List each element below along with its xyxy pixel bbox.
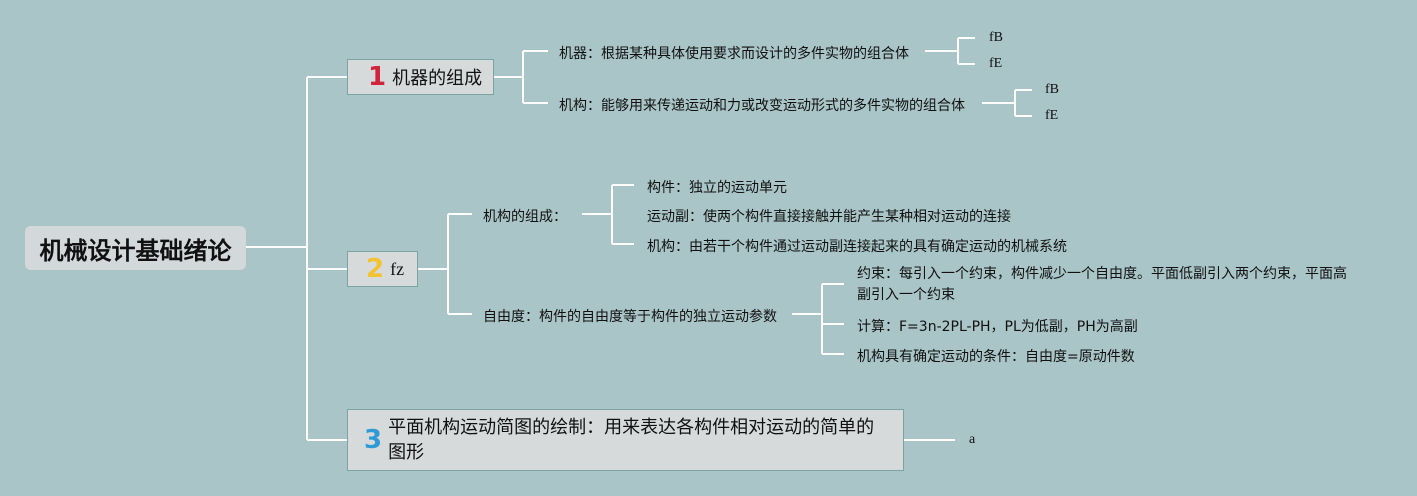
- topic-2-child-2[interactable]: 自由度：构件的自由度等于构件的独立运动参数: [483, 309, 777, 325]
- topic-1-child-1-tag-1: fB: [989, 30, 1003, 45]
- root-title: 机械设计基础绪论: [39, 236, 232, 265]
- topic-2-child-2-item-1[interactable]: 约束：每引入一个约束，构件减少一个自由度。平面低副引入两个约束，平面高副引入一个…: [857, 266, 1347, 303]
- topic-3-node[interactable]: 3 平面机构运动简图的绘制：用来表达各构件相对运动的简单的图形: [347, 409, 904, 471]
- topic-1-child-2-tag-2: fE: [1045, 108, 1059, 123]
- topic-1-child-1-tag-2: fE: [989, 56, 1003, 71]
- topic-2-child-1[interactable]: 机构的组成：: [483, 209, 567, 225]
- topic-1-child-2[interactable]: 机构：能够用来传递运动和力或改变运动形式的多件实物的组合体: [559, 98, 965, 114]
- topic-2-child-2-item-2[interactable]: 计算：F=3n-2PL-PH，PL为低副，PH为高副: [857, 319, 1138, 335]
- topic-2-child-1-item-2[interactable]: 运动副：使两个构件直接接触并能产生某种相对运动的连接: [647, 209, 1011, 225]
- topic-1-child-1[interactable]: 机器：根据某种具体使用要求而设计的多件实物的组合体: [559, 46, 909, 62]
- topic-2-child-1-item-1[interactable]: 构件：独立的运动单元: [647, 180, 787, 196]
- topic-1-number: 1: [368, 62, 387, 92]
- topic-1-child-2-tag-1: fB: [1045, 82, 1059, 97]
- topic-2-node[interactable]: 2 fz: [347, 251, 418, 287]
- topic-3-child-1[interactable]: a: [969, 432, 976, 447]
- topic-2-number: 2: [366, 254, 385, 284]
- topic-3-label: 平面机构运动简图的绘制：用来表达各构件相对运动的简单的图形: [388, 417, 875, 463]
- topic-2-label: fz: [390, 258, 405, 279]
- topic-3-number: 3: [364, 425, 383, 455]
- topic-1-label: 机器的组成: [392, 68, 483, 89]
- root-topic[interactable]: 机械设计基础绪论: [25, 226, 246, 270]
- topic-2-child-2-item-3[interactable]: 机构具有确定运动的条件：自由度=原动件数: [857, 349, 1135, 365]
- topic-1-node[interactable]: 1 机器的组成: [347, 59, 494, 95]
- topic-2-child-1-item-3[interactable]: 机构：由若干个构件通过运动副连接起来的具有确定运动的机械系统: [647, 239, 1067, 255]
